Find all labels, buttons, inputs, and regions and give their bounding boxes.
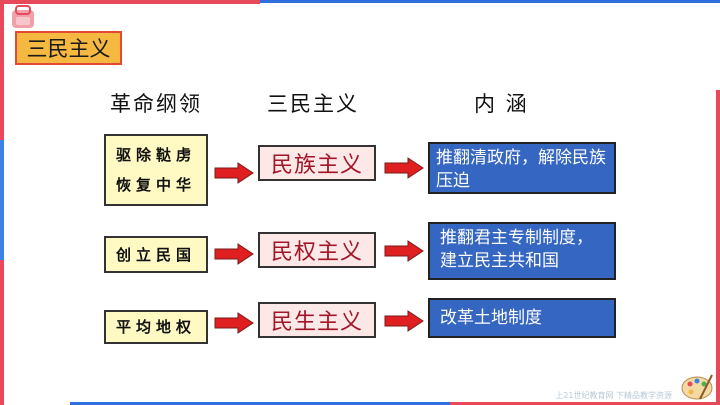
bottom-edge-blue (70, 402, 450, 405)
bottom-edge-red (450, 402, 720, 405)
right-arrow-icon (214, 243, 254, 265)
left-edge-red-lower (0, 260, 4, 405)
principle-democracy: 民权主义 (258, 232, 376, 268)
right-arrow-icon (384, 310, 424, 332)
paint-palette-icon (681, 374, 713, 400)
program-line: 驱除鞑虏 (115, 146, 196, 164)
right-arrow-icon (384, 157, 424, 179)
meaning-nationalism: 推翻清政府，解除民族压迫 (428, 142, 616, 194)
top-edge-blue (260, 0, 720, 3)
left-edge-blue (0, 140, 4, 260)
program-box-nationalism: 驱除鞑虏 恢复中华 (104, 134, 208, 206)
left-edge-red (0, 0, 4, 140)
principle-livelihood: 民生主义 (258, 302, 376, 338)
meaning-livelihood: 改革土地制度 (428, 298, 616, 338)
top-edge-red (0, 0, 260, 4)
program-box-livelihood: 平均地权 (104, 310, 208, 344)
right-arrow-icon (214, 162, 254, 184)
slide-title: 三民主义 (15, 31, 122, 65)
program-line: 平均地权 (115, 318, 196, 336)
program-box-democracy: 创立民国 (104, 236, 208, 273)
header-meaning: 内 涵 (474, 92, 529, 116)
right-arrow-icon (214, 312, 254, 334)
program-line: 创立民国 (115, 245, 196, 264)
meaning-democracy: 推翻君主专制制度，建立民主共和国 (428, 222, 616, 280)
right-arrow-icon (384, 240, 424, 262)
footer-watermark: 上21世纪教育网 下精品教学资源 (555, 391, 672, 400)
header-program: 革命纲领 (110, 92, 202, 116)
schoolbag-icon (12, 5, 34, 28)
right-edge-red (716, 90, 720, 405)
program-line: 恢复中华 (115, 176, 196, 194)
principle-nationalism: 民族主义 (258, 145, 376, 181)
header-principles: 三民主义 (267, 92, 359, 116)
